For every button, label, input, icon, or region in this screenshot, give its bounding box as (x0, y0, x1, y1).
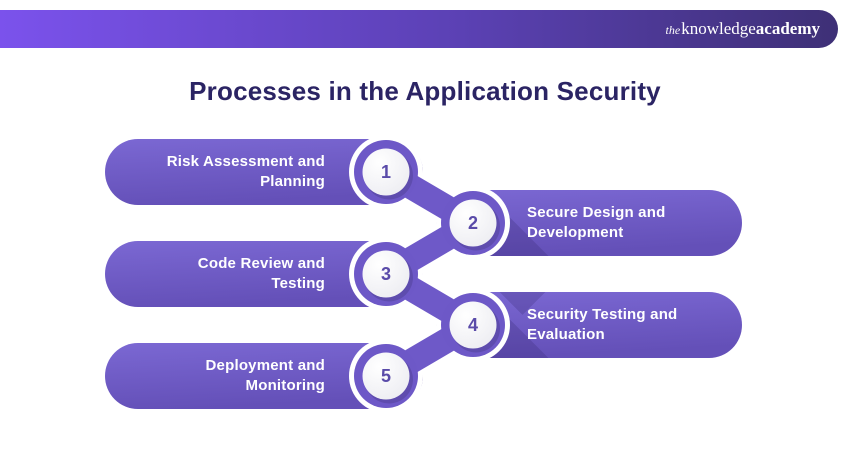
step-4-number: 4 (468, 315, 478, 335)
page-title: Processes in the Application Security (189, 76, 661, 106)
step-2-label: Secure Design and Development (527, 204, 666, 241)
logo-prefix: the (665, 23, 681, 37)
logo-word-knowledge: knowledge (681, 19, 756, 38)
step-3-number: 3 (381, 264, 391, 284)
step-3-label: Code Review and Testing (197, 255, 325, 292)
step-2-pill (436, 190, 742, 256)
step-5-circle (362, 352, 410, 400)
step-1-label: Risk Assessment and Planning (166, 153, 325, 190)
step-4-pill (436, 292, 742, 358)
step-numbers: 1 2 3 4 5 (381, 162, 478, 386)
step-number-circles (362, 148, 497, 400)
step-1-circle (362, 148, 410, 196)
brand-banner: theknowledgeacademy (0, 10, 838, 48)
step-5-number: 5 (381, 366, 391, 386)
step-3-pill (105, 241, 423, 307)
step-4-circle (449, 301, 497, 349)
step-pills (105, 139, 742, 409)
step-4-label: Security Testing and Evaluation (527, 306, 678, 343)
step-1-pill (105, 139, 423, 205)
step-3-circle (362, 250, 410, 298)
step-2-circle (449, 199, 497, 247)
brand-logo: theknowledgeacademy (666, 19, 820, 39)
step-5-label: Deployment and Monitoring (205, 357, 325, 394)
step-5-pill (105, 343, 423, 409)
logo-word-academy: academy (755, 19, 820, 38)
step-2-number: 2 (468, 213, 478, 233)
step-1-number: 1 (381, 162, 391, 182)
